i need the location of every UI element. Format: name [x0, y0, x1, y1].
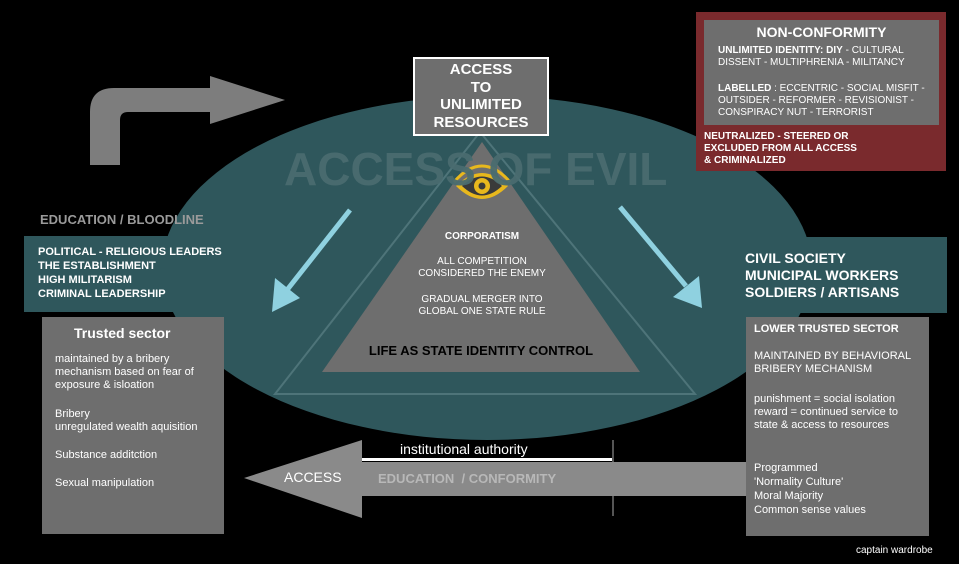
- left-band-line: CRIMINAL LEADERSHIP: [38, 288, 166, 300]
- right-item-line: punishment = social isolation: [754, 393, 895, 405]
- labelled-line3: CONSPIRACY NUT - TERRORIST: [718, 107, 874, 118]
- right-box-title: LOWER TRUSTED SECTOR: [754, 323, 899, 335]
- right-item-line: reward = continued service to: [754, 406, 898, 418]
- non-conformity-title: NON-CONFORMITY: [756, 24, 887, 40]
- pyramid-text-line: ALL COMPETITION: [437, 256, 527, 267]
- left-box-item-2: Bribery unregulated wealth aquisition: [55, 408, 198, 434]
- right-box-item-2: punishment = social isolation reward = c…: [754, 393, 898, 432]
- main-title: ACCESS OF EVIL: [284, 143, 668, 195]
- labelled-label: LABELLED: [718, 83, 772, 94]
- left-band-line: POLITICAL - RELIGIOUS LEADERS: [38, 246, 222, 258]
- right-item-line: Moral Majority: [754, 490, 824, 502]
- pyramid-text-line: CONSIDERED THE ENEMY: [418, 268, 546, 279]
- credit-text: captain wardrobe: [856, 545, 933, 556]
- left-item-line: Bribery: [55, 408, 90, 420]
- right-band: [735, 237, 947, 313]
- top-box: [413, 57, 549, 136]
- non-conformity-inner: [704, 20, 939, 125]
- authority-label: institutional authority: [400, 441, 528, 457]
- pyramid-heading: CORPORATISM: [444, 231, 520, 242]
- right-box: [746, 317, 929, 536]
- footer-line: EXCLUDED FROM ALL ACCESS: [704, 143, 857, 154]
- authority-line: [360, 458, 614, 461]
- labelled-rest: : ECCENTRIC - SOCIAL MISFIT -: [771, 83, 925, 94]
- left-heading: EDUCATION / BLOODLINE: [40, 212, 204, 227]
- eye-icon: [452, 164, 512, 199]
- top-box-text: ACCESS TO UNLIMITED RESOURCES: [414, 61, 548, 131]
- pyramid-base-label: LIFE AS STATE IDENTITY CONTROL: [368, 343, 594, 358]
- identity-label: UNLIMITED IDENTITY: DIY: [718, 45, 843, 56]
- education-conformity-label: EDUCATION / CONFORMITY: [378, 471, 557, 486]
- right-box-item-3: Programmed 'Normality Culture' Moral Maj…: [754, 461, 866, 517]
- non-conformity-footer: NEUTRALIZED - STEERED OR EXCLUDED FROM A…: [704, 131, 857, 167]
- left-band-text: POLITICAL - RELIGIOUS LEADERS THE ESTABL…: [38, 245, 222, 301]
- labelled-line2: OUTSIDER - REFORMER - REVISIONIST -: [718, 95, 914, 106]
- right-band-line: SOLDIERS / ARTISANS: [745, 284, 900, 300]
- non-conformity-labelled: LABELLED : ECCENTRIC - SOCIAL MISFIT - O…: [718, 83, 925, 119]
- right-down-arrow: [618, 205, 702, 308]
- top-box-line: RESOURCES: [433, 113, 529, 131]
- footer-line: & CRIMINALIZED: [704, 155, 786, 166]
- left-band-line: HIGH MILITARISM: [38, 274, 132, 286]
- left-box: [42, 317, 224, 534]
- non-conformity-identity: UNLIMITED IDENTITY: DIY - CULTURAL DISSE…: [718, 45, 905, 69]
- inner-pyramid: [322, 142, 640, 372]
- left-item-line: exposure & isloation: [55, 379, 155, 391]
- pyramid-text-line: GLOBAL ONE STATE RULE: [418, 306, 546, 317]
- right-item-line: Programmed: [754, 462, 818, 474]
- left-band-line: THE ESTABLISHMENT: [38, 260, 156, 272]
- left-item-line: maintained by a bribery: [55, 353, 170, 365]
- pyramid-text-line: GRADUAL MERGER INTO: [421, 294, 543, 305]
- left-item-line: mechanism based on fear of: [55, 366, 194, 378]
- pyramid-text-1: ALL COMPETITION CONSIDERED THE ENEMY: [372, 256, 592, 280]
- right-band-line: MUNICIPAL WORKERS: [745, 267, 899, 283]
- right-item-line: Common sense values: [754, 504, 866, 516]
- right-item-line: 'Normality Culture': [754, 476, 844, 488]
- left-box-title: Trusted sector: [74, 325, 171, 341]
- right-band-text: CIVIL SOCIETY MUNICIPAL WORKERS SOLDIERS…: [745, 250, 899, 301]
- right-item-line: MAINTAINED BY BEHAVIORAL: [754, 350, 912, 362]
- footer-line: NEUTRALIZED - STEERED OR: [704, 131, 849, 142]
- top-box-line: TO: [470, 78, 492, 96]
- right-band-line: CIVIL SOCIETY: [745, 250, 846, 266]
- access-arrow-label: ACCESS: [284, 469, 342, 485]
- right-item-line: state & access to resources: [754, 419, 890, 431]
- left-item-line: unregulated wealth aquisition: [55, 421, 198, 433]
- left-band: [24, 236, 241, 312]
- bent-arrow: [90, 76, 285, 165]
- identity-line2: DISSENT - MULTIPHRENIA - MILITANCY: [718, 57, 905, 68]
- top-box-line: ACCESS: [449, 61, 513, 78]
- right-item-line: BRIBERY MECHANISM: [754, 363, 873, 375]
- identity-rest: - CULTURAL: [842, 45, 904, 56]
- left-down-arrow: [272, 208, 352, 312]
- left-box-item-3: Substance additction: [55, 449, 158, 461]
- outer-triangle: [272, 130, 698, 395]
- left-box-item-4: Sexual manipulation: [55, 477, 155, 489]
- pyramid-text-2: GRADUAL MERGER INTO GLOBAL ONE STATE RUL…: [372, 294, 592, 318]
- right-box-item-1: MAINTAINED BY BEHAVIORAL BRIBERY MECHANI…: [754, 350, 911, 376]
- top-box-line: UNLIMITED: [440, 96, 522, 113]
- access-arrow: [244, 440, 746, 518]
- left-box-item-1: maintained by a bribery mechanism based …: [55, 353, 194, 392]
